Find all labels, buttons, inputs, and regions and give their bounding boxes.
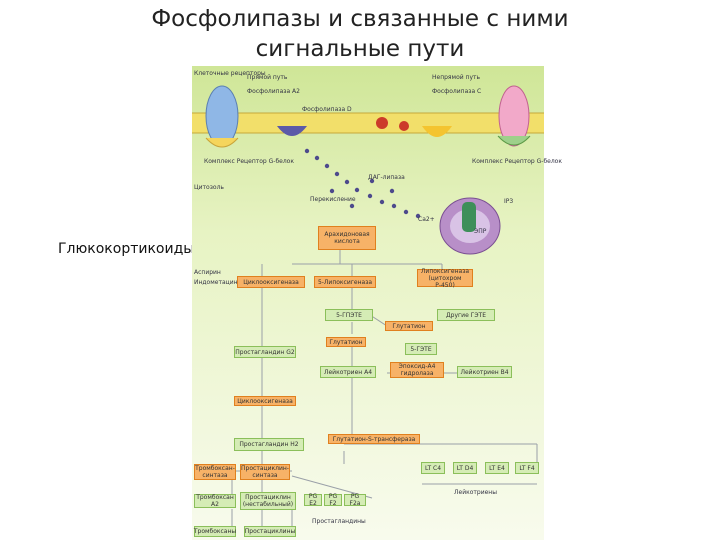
label-complex-left: Комплекс Рецептор G-белок — [204, 158, 294, 165]
box-glutathione: Глутатион — [385, 321, 433, 331]
label-pld: Фосфолипаза D — [302, 106, 352, 113]
label-ca: Ca2+ — [418, 216, 435, 223]
label-dag: ДАГ-липаза — [368, 174, 405, 181]
label-cytosol: Цитозоль — [194, 184, 224, 191]
box-thromboxane-synth: Тромбоксан-синтаза — [194, 464, 236, 480]
box-pgg2: Простагландин G2 — [234, 346, 296, 358]
box-peroxidase: Циклооксигеназа — [234, 396, 296, 406]
label-indirect-path: Непрямой путь — [432, 74, 480, 81]
box-ltf4: LT F4 — [515, 462, 539, 474]
box-hpete: 5-ГПЭТЕ — [325, 309, 373, 321]
box-ltd4: LT D4 — [453, 462, 477, 474]
box-ltc4: LT C4 — [421, 462, 445, 474]
box-pge2: PG E2 — [304, 494, 322, 506]
box-lipoxygenase: 5-Липоксигеназа — [314, 276, 376, 288]
label-plc: Фосфолипаза С — [432, 88, 481, 95]
label-direct-path: Прямой путь — [247, 74, 287, 81]
label-pla2: Фосфолипаза А2 — [247, 88, 300, 95]
box-gtransferase: Глутатион-S-трансфераза — [328, 434, 420, 444]
box-leukotriene-a4: Лейкотриен А4 — [320, 366, 376, 378]
box-arachidonic: Арахидоновая кислота — [318, 226, 376, 250]
label-leukotrienes: Лейкотриены — [454, 489, 497, 496]
box-txa2: Тромбоксан А2 — [194, 494, 236, 508]
box-ltb4: Лейкотриен B4 — [457, 366, 512, 378]
box-other-lipox: Липоксигеназа (цитохром Р-450) — [417, 269, 473, 287]
box-cyclooxygenase: Циклооксигеназа — [237, 276, 305, 288]
label-ip3: IP3 — [504, 198, 513, 205]
label-periturb: Перекисление — [310, 196, 356, 203]
membrane — [192, 113, 544, 133]
label-prostaglandins: Простагландины — [312, 518, 366, 525]
box-thromboxanes: Тромбоксаны — [194, 526, 236, 537]
box-pgi2: Простациклин (нестабильный) — [240, 492, 296, 510]
label-complex-right: Комплекс Рецептор G-белок — [472, 158, 562, 165]
box-other-hpete: Другие ГЭТЕ — [437, 309, 495, 321]
label-indomethacin: Индометацин — [194, 279, 238, 286]
receptor-left — [206, 86, 238, 146]
box-prostacyclin-synth: Простациклин-синтаза — [240, 464, 290, 480]
box-epoxide: Эпоксид-А4 гидролаза — [390, 362, 444, 378]
label-aspirin: Аспирин — [194, 269, 221, 276]
box-prostacyclins: Простациклины — [244, 526, 296, 537]
box-pgf2: PG F2 — [324, 494, 342, 506]
box-peroxidase-small: Глутатион — [326, 337, 366, 347]
box-pgf2a: PG F2a — [344, 494, 366, 506]
label-er: ЭПР — [474, 228, 486, 235]
box-pgh2: Простагландин Н2 — [234, 438, 304, 451]
pathway-figure: Клеточные рецепторы Прямой путь Непрямой… — [192, 66, 544, 540]
box-lte4: LT E4 — [485, 462, 509, 474]
box-hete: 5-ГЭТЕ — [405, 343, 437, 355]
pld-enzyme — [376, 117, 388, 129]
